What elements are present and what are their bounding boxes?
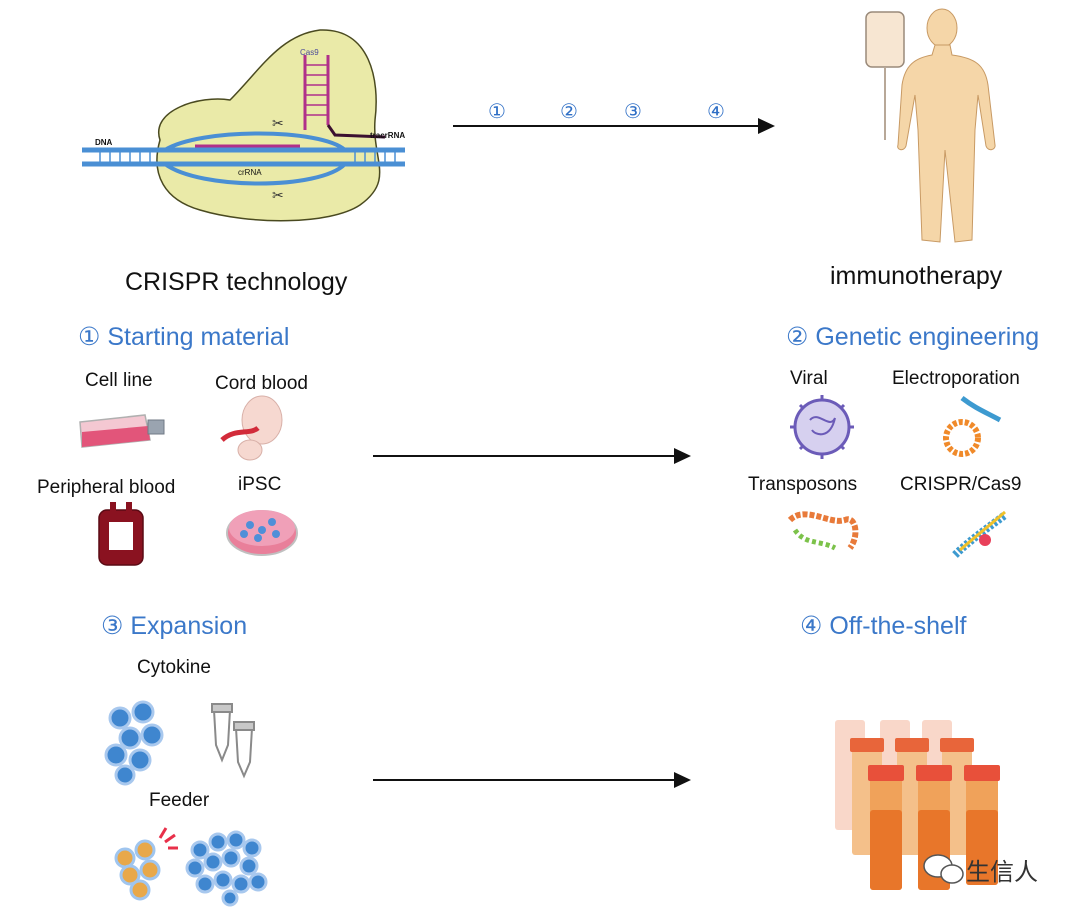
peripheral-blood-label: Peripheral blood (37, 477, 176, 498)
expanded-cells-icon (185, 830, 268, 907)
electroporation-label: Electroporation (892, 368, 1020, 389)
genetic-engineering-heading: ② Genetic engineering (786, 323, 1040, 351)
blood-bag-icon (98, 502, 144, 566)
step-number-1: ① (488, 101, 506, 123)
feeder-label: Feeder (149, 790, 210, 811)
cell-cluster-icon (104, 700, 164, 786)
viral-label: Viral (790, 368, 828, 389)
virus-icon (790, 395, 854, 459)
svg-text:✂: ✂ (272, 188, 284, 204)
cas9-label: Cas9 (300, 48, 319, 57)
feeder-cells-icon (114, 839, 161, 901)
crrna-label: crRNA (238, 168, 262, 177)
step-number-3: ③ (624, 101, 642, 123)
transposons-label: Transposons (748, 474, 858, 495)
starting-material-heading: ① Starting material (78, 323, 290, 351)
step-number-4: ④ (707, 101, 725, 123)
svg-text:✂: ✂ (272, 116, 284, 132)
off-the-shelf-heading: ④ Off-the-shelf (800, 612, 967, 640)
crispr-technology-label: CRISPR technology (125, 268, 348, 296)
cell-flask-icon (79, 414, 165, 448)
ipsc-label: iPSC (238, 474, 282, 495)
tube-icon (211, 703, 255, 779)
fetus-icon (220, 395, 283, 461)
watermark-text: 生信人 (966, 858, 1038, 886)
petri-dish-icon (226, 510, 298, 556)
crispr-cas9-label: CRISPR/Cas9 (900, 474, 1022, 495)
transposon-icon (787, 511, 859, 551)
cytokine-label: Cytokine (137, 657, 211, 678)
step-number-2: ② (560, 101, 578, 123)
cell-line-label: Cell line (85, 370, 153, 391)
expansion-heading: ③ Expansion (101, 612, 248, 640)
cord-blood-label: Cord blood (215, 373, 308, 394)
dna-label: DNA (95, 138, 113, 147)
tracrrna-label: tracrRNA (370, 131, 406, 140)
immunotherapy-label: immunotherapy (830, 262, 1003, 290)
crispr-dna-icon (952, 510, 1008, 558)
plasmid-icon (943, 396, 1002, 457)
radiation-icon (158, 827, 178, 850)
